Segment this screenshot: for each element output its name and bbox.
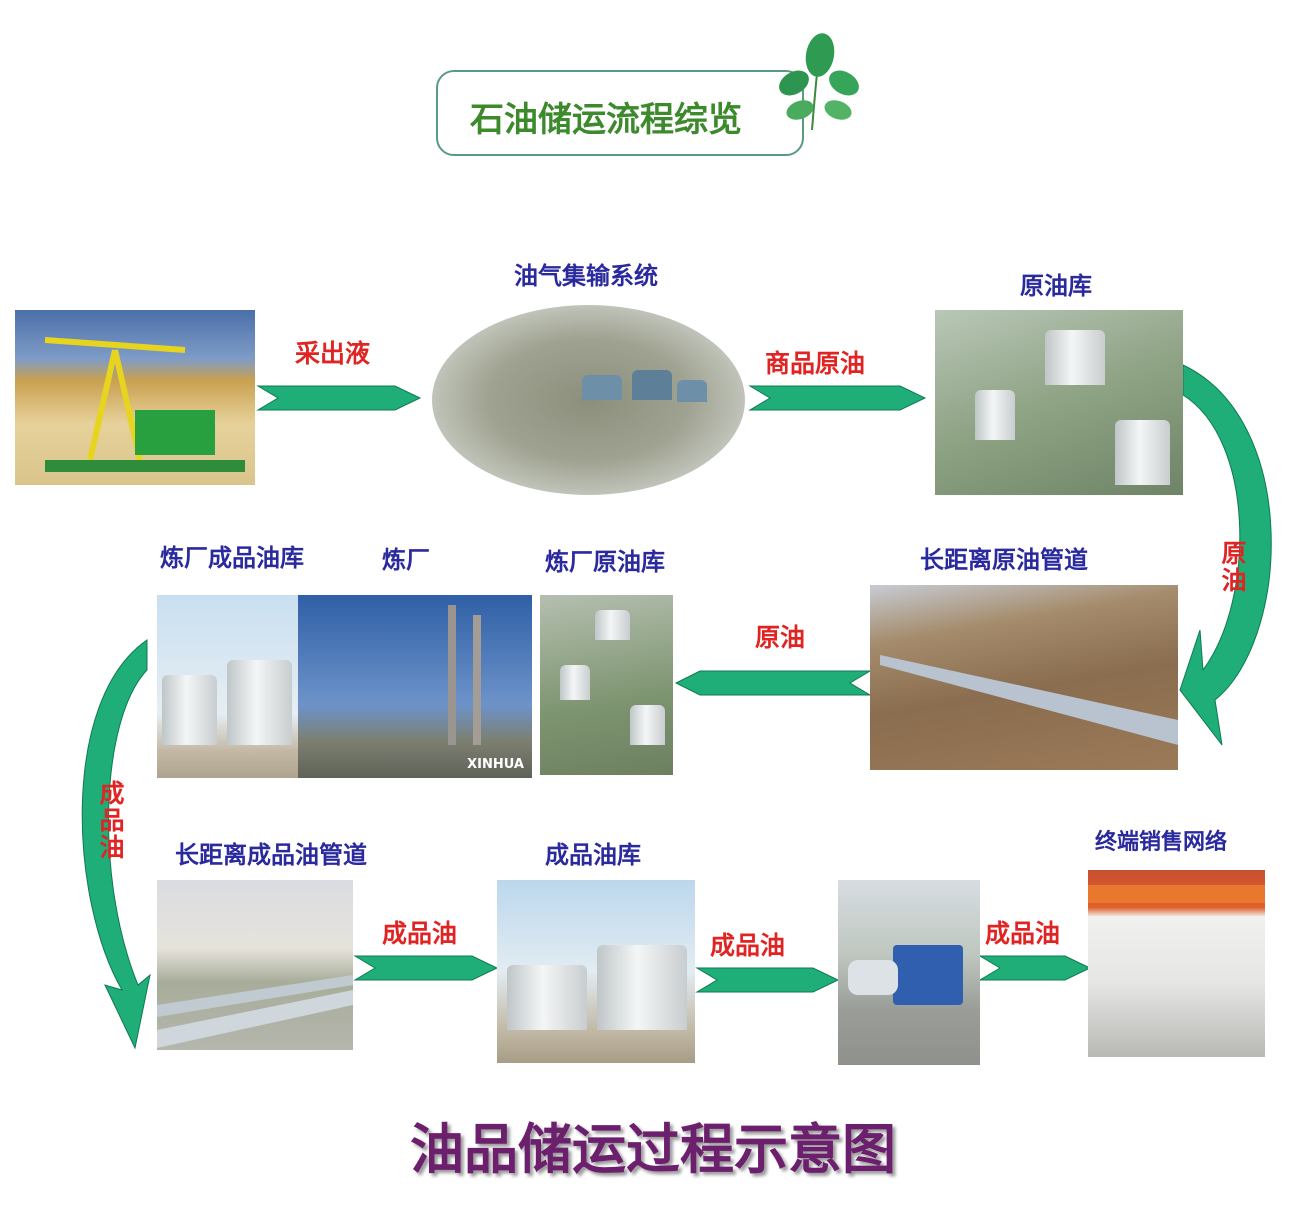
pumpjack-photo — [15, 310, 255, 485]
node-label-refinery-product-depot: 炼厂成品油库 — [160, 544, 304, 572]
node-label-product-depot: 成品油库 — [545, 841, 641, 869]
arrow-product-3 — [978, 955, 1092, 981]
arrow-product-curve — [81, 639, 151, 1050]
flow-label-product-3: 成品油 — [985, 919, 1061, 948]
tanker-truck-photo — [838, 880, 980, 1065]
node-label-retail-network: 终端销售网络 — [1095, 830, 1228, 855]
flow-label-crude-vertical: 原油 — [1218, 540, 1247, 594]
long-product-pipeline-photo — [157, 880, 353, 1050]
flow-label-commercial-crude: 商品原油 — [765, 349, 866, 378]
flow-label-crude: 原油 — [755, 623, 806, 652]
flow-label-product-2: 成品油 — [710, 931, 786, 960]
arrow-commercial-crude — [748, 385, 927, 411]
refinery-crude-depot-photo — [540, 595, 673, 775]
node-label-long-crude-pipeline: 长距离原油管道 — [920, 546, 1088, 574]
node-label-refinery-crude-depot: 炼厂原油库 — [545, 548, 665, 576]
page-title: 石油储运流程综览 — [470, 100, 742, 140]
flow-label-product-vertical: 成品油 — [96, 780, 125, 861]
arrow-crude-curve — [1179, 364, 1272, 746]
refinery-photo: XINHUA — [298, 595, 532, 778]
node-label-crude-depot: 原油库 — [1020, 272, 1092, 300]
flow-label-product-1: 成品油 — [382, 919, 458, 948]
crude-depot-photo — [935, 310, 1183, 495]
diagram-title: 油品储运过程示意图 — [410, 1118, 896, 1181]
product-depot-photo — [497, 880, 695, 1063]
watermark: XINHUA — [467, 757, 524, 772]
node-label-gathering: 油气集输系统 — [514, 262, 658, 290]
leaf-icon — [779, 33, 859, 131]
node-label-long-product-pipeline: 长距离成品油管道 — [175, 841, 367, 869]
gathering-photo — [432, 305, 745, 495]
arrow-product-1 — [353, 955, 499, 981]
node-label-refinery: 炼厂 — [382, 546, 430, 574]
arrow-product-2 — [695, 967, 840, 993]
gas-station-photo — [1088, 870, 1265, 1057]
arrow-crude-left — [674, 670, 872, 696]
arrow-produced-fluid — [256, 385, 422, 411]
refinery-product-depot-photo — [157, 595, 298, 778]
flow-label-produced-fluid: 采出液 — [295, 339, 371, 368]
long-crude-pipeline-photo — [870, 585, 1178, 770]
